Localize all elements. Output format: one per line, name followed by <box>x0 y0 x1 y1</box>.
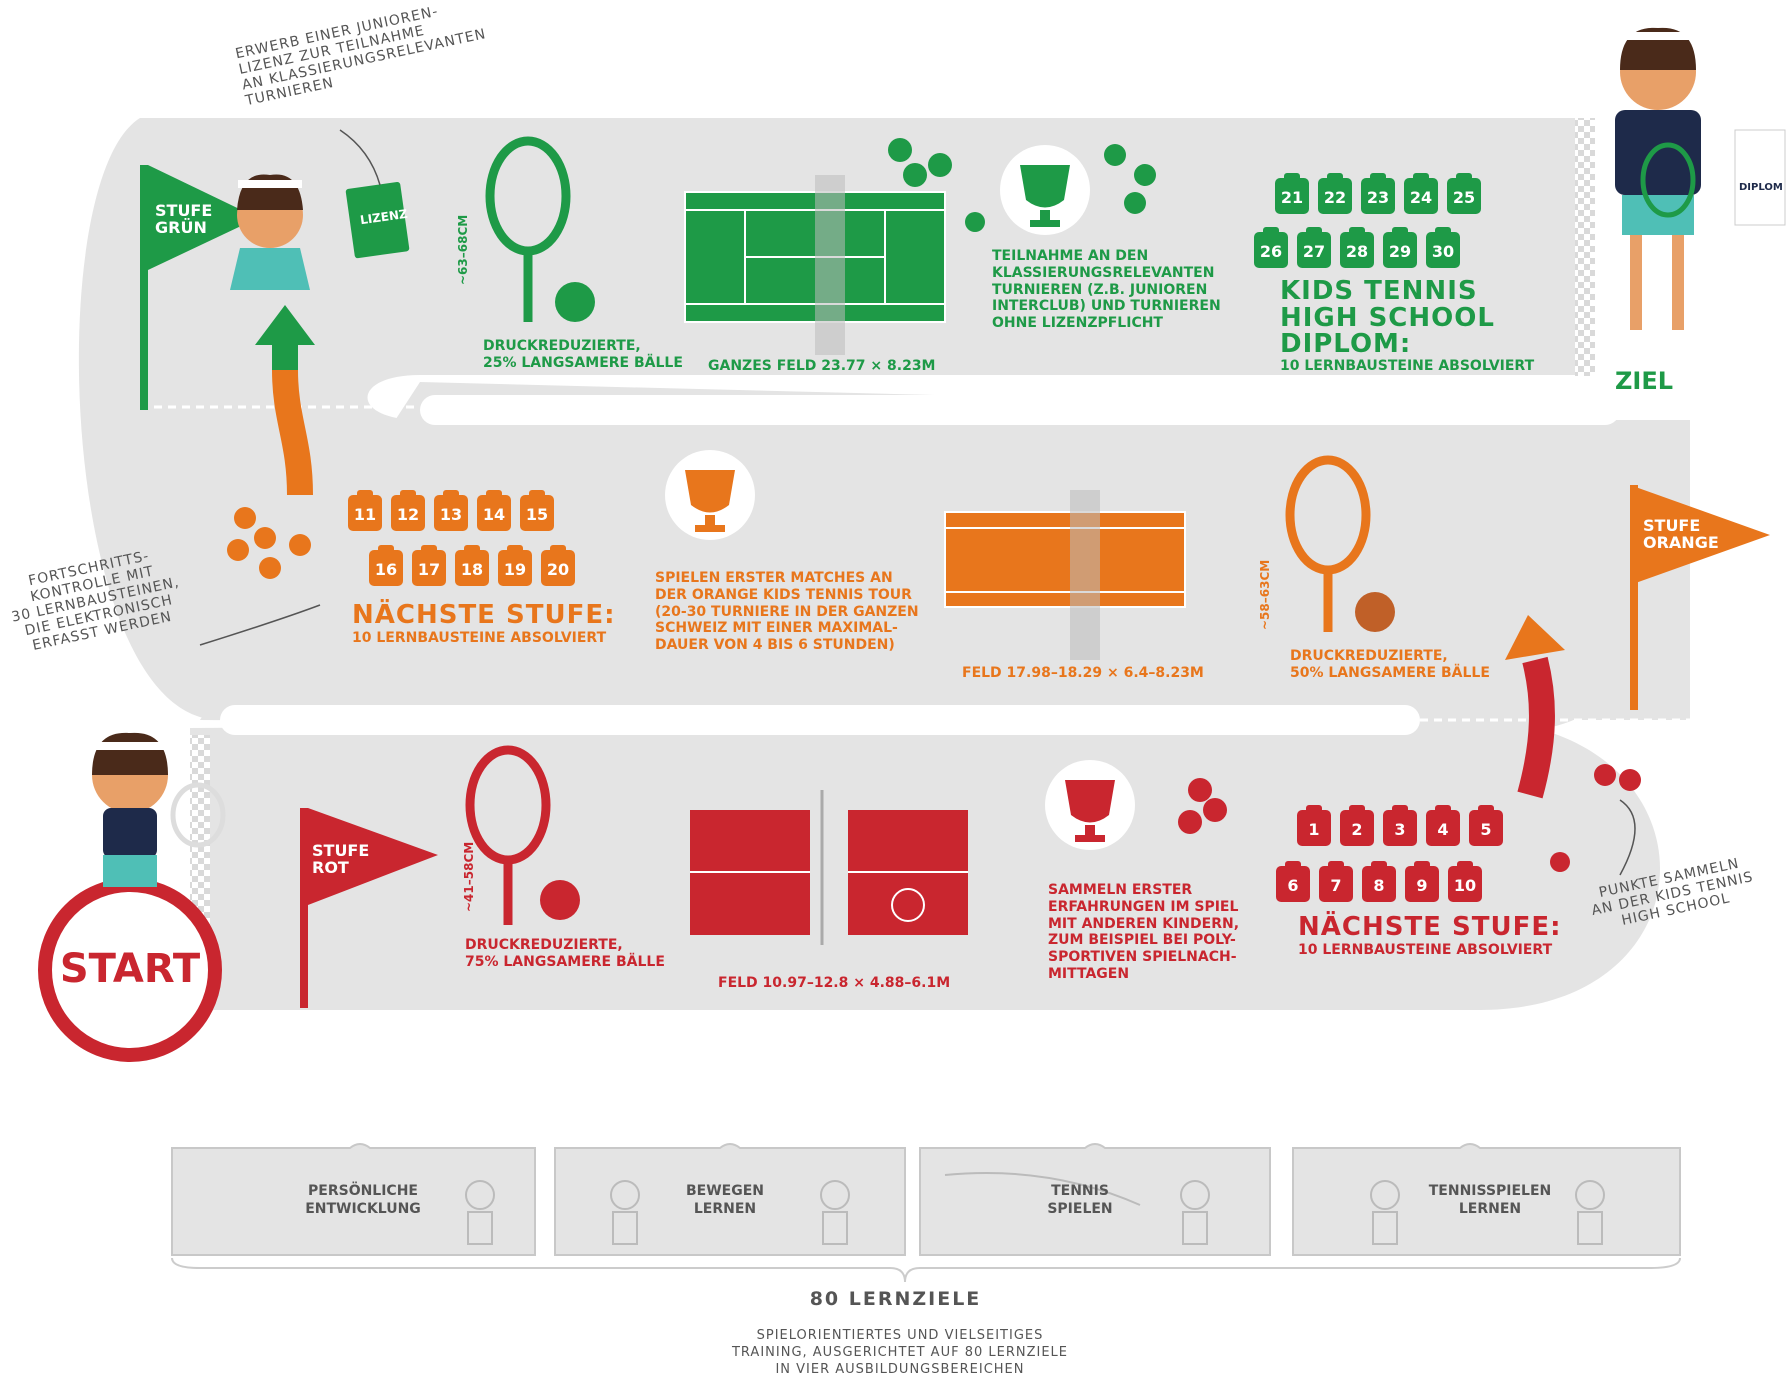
track-lower-gap <box>220 705 1420 735</box>
track-upper-gap <box>420 395 1620 425</box>
flag-orange-shape <box>1630 485 1770 710</box>
tile-24: 24 <box>1404 173 1438 214</box>
court-green <box>684 175 946 355</box>
orange-title: NÄCHSTE STUFE: <box>352 600 616 630</box>
goal-checker <box>1575 118 1595 376</box>
bottom-panels <box>171 1143 1681 1256</box>
tile-12: 12 <box>391 490 425 531</box>
tile-13: 13 <box>434 490 468 531</box>
racket-orange <box>1285 455 1371 632</box>
tile-2: 2 <box>1340 805 1374 846</box>
orange-balls-text: DRUCKREDUZIERTE,50% LANGSAMERE BÄLLE <box>1290 648 1490 681</box>
tile-6: 6 <box>1276 861 1310 902</box>
red-title: NÄCHSTE STUFE: <box>1298 912 1562 942</box>
arrow-green-tip <box>255 305 315 345</box>
diploma-label: DIPLOM <box>1739 182 1783 193</box>
tile-9: 9 <box>1405 861 1439 902</box>
pointer-points <box>1619 799 1636 876</box>
red-balls-text: DRUCKREDUZIERTE,75% LANGSAMERE BÄLLE <box>465 937 665 970</box>
court-red <box>690 790 968 945</box>
tile-28: 28 <box>1340 227 1374 268</box>
tile-17: 17 <box>412 545 446 586</box>
tile-16: 16 <box>369 545 403 586</box>
kid-green-level <box>230 174 410 290</box>
trophy-orange <box>665 450 755 540</box>
ball-green <box>555 282 595 322</box>
trophy-green <box>1000 145 1090 235</box>
green-racket-size: ~63–68cm <box>456 214 470 285</box>
kid-goal <box>1615 27 1786 330</box>
bottom-title: 80 LERNZIELE <box>809 1288 982 1310</box>
track-middle-row <box>200 382 1658 730</box>
tile-21: 21 <box>1275 173 1309 214</box>
tile-20: 20 <box>541 545 575 586</box>
pointer-license <box>339 129 381 186</box>
red-subtitle: 10 LERNBAUSTEINE ABSOLVIERT <box>1298 942 1553 958</box>
orange-court-size: FELD 17.98–18.29 × 6.4–8.23m <box>962 665 1204 681</box>
trophy-red <box>1045 760 1135 850</box>
flag-green-shape <box>140 165 258 410</box>
tile-22: 22 <box>1318 173 1352 214</box>
bottom-bracket <box>171 1257 1681 1283</box>
green-court-size: GANZES FELD 23.77 × 8.23m <box>708 358 936 374</box>
arrow-orange-to-green <box>272 369 313 496</box>
racket-green <box>485 136 571 322</box>
pointer-progress <box>199 604 321 646</box>
tile-14: 14 <box>477 490 511 531</box>
tile-29: 29 <box>1383 227 1417 268</box>
start-label: START <box>59 946 201 992</box>
tile-26: 26 <box>1254 227 1288 268</box>
tile-18: 18 <box>455 545 489 586</box>
green-subtitle: 10 LERNBAUSTEINE ABSOLVIERT <box>1280 358 1535 374</box>
tile-25: 25 <box>1447 173 1481 214</box>
tile-4: 4 <box>1426 805 1460 846</box>
tile-27: 27 <box>1297 227 1331 268</box>
coins-red <box>1178 764 1641 872</box>
coins-green <box>888 138 1156 232</box>
orange-subtitle: 10 LERNBAUSTEINE ABSOLVIERT <box>352 630 607 646</box>
green-balls-text: DRUCKREDUZIERTE,25% LANGSAMERE BÄLLE <box>483 338 683 371</box>
coins-orange <box>227 507 311 579</box>
goal-label: ZIEL <box>1615 367 1674 395</box>
arrow-red-to-orange <box>1517 656 1555 799</box>
tile-1: 1 <box>1297 805 1331 846</box>
kid-start <box>92 732 226 887</box>
orange-racket-size: ~58–63cm <box>1258 559 1272 630</box>
tile-23: 23 <box>1361 173 1395 214</box>
arrow-orange-tip <box>1505 615 1565 660</box>
court-orange <box>944 490 1186 660</box>
bottom-sketch-figures <box>465 1172 1605 1245</box>
red-court-size: FELD 10.97–12.8 × 4.88–6.1m <box>718 975 951 991</box>
tile-8: 8 <box>1362 861 1396 902</box>
tile-30: 30 <box>1426 227 1460 268</box>
ball-red <box>540 880 580 920</box>
tile-5: 5 <box>1469 805 1503 846</box>
red-racket-size: ~41–58cm <box>462 841 476 912</box>
ball-orange <box>1355 592 1395 632</box>
tile-11: 11 <box>348 490 382 531</box>
tile-3: 3 <box>1383 805 1417 846</box>
tile-19: 19 <box>498 545 532 586</box>
tile-10: 10 <box>1448 861 1482 902</box>
tile-15: 15 <box>520 490 554 531</box>
racket-red <box>465 745 551 925</box>
flag-red-shape <box>300 808 438 1008</box>
tile-7: 7 <box>1319 861 1353 902</box>
